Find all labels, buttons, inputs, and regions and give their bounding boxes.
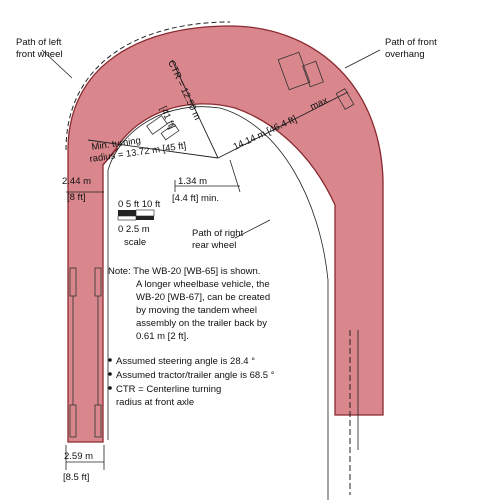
leader-right-rear: [234, 219, 271, 239]
right-rear-wheel-path: [107, 106, 329, 500]
label-path-right-rear-1: Path of right: [192, 228, 244, 239]
bullet-dot-1: [108, 358, 112, 362]
bullet-dot-2: [108, 372, 112, 376]
bullet-1: Assumed steering angle is 28.4 °: [116, 356, 255, 367]
note-line-4: by moving the tandem wheel: [136, 305, 257, 316]
tractor-unit: [277, 51, 355, 110]
label-width-bottom-m: 2.59 m: [64, 451, 93, 462]
label-width-top-ft: [8 ft]: [67, 192, 85, 203]
scale-bar: [117, 209, 155, 221]
bullet-3-line-2: radius at front axle: [116, 397, 194, 408]
swept-path-area: [67, 25, 384, 443]
max-radius-line: [217, 91, 349, 159]
label-path-left-front-1: Path of left: [16, 37, 62, 48]
note-line-5: assembly on the trailer back by: [136, 318, 267, 329]
label-offset-m: 1.34 m: [178, 176, 207, 187]
label-ctr-ft: [41 ft]: [157, 105, 177, 131]
label-width-top-m: 2.44 m: [62, 176, 91, 187]
note-line-3: WB-20 [WB-67], can be created: [136, 292, 270, 303]
label-path-front-overhang-1: Path of front: [385, 37, 437, 48]
scale-caption: scale: [124, 237, 146, 248]
label-path-front-overhang-2: overhang: [385, 49, 425, 60]
label-path-left-front-2: front wheel: [16, 49, 62, 60]
note-line-1: Note: The WB-20 [WB-65] is shown.: [108, 266, 260, 277]
trailer-rear-axles: [69, 267, 102, 438]
inner-boundary-line: [102, 147, 119, 166]
trailer-front-axles: [146, 115, 180, 141]
label-offset-ft: [4.4 ft] min.: [172, 193, 219, 204]
label-width-bottom-ft: [8.5 ft]: [63, 472, 89, 483]
bullet-dot-3: [108, 386, 112, 390]
offset-tick-right: [229, 159, 241, 193]
scale-m-ticks: 0 2.5 m: [118, 224, 150, 235]
left-front-wheel-path: [65, 21, 231, 151]
min-radius-line: [87, 139, 219, 159]
label-path-right-rear-2: rear wheel: [192, 240, 236, 251]
note-line-6: 0.61 m [2 ft].: [136, 331, 189, 342]
scale-ft-ticks: 0 5 ft 10 ft: [118, 199, 161, 210]
leader-left-front: [41, 49, 73, 79]
bullet-2: Assumed tractor/trailer angle is 68.5 °: [116, 370, 275, 381]
bullet-3-line-1: CTR = Centerline turning: [116, 384, 221, 395]
ctr-radius-line: [171, 59, 219, 159]
note-line-2: A longer wheelbase vehicle, the: [136, 279, 270, 290]
leader-front-overhang: [344, 49, 381, 69]
